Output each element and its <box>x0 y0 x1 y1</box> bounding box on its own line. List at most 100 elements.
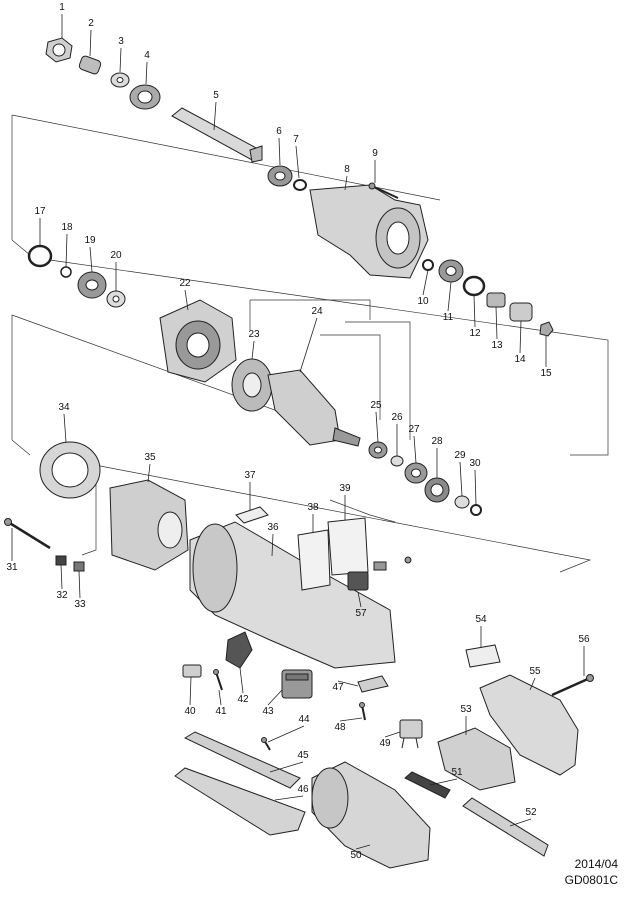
part-56-screw <box>551 674 594 697</box>
part-number-label-38: 38 <box>307 502 319 513</box>
part-number-label-52: 52 <box>525 807 537 818</box>
part-6-ball-bearing <box>267 165 293 187</box>
part-number-label-14: 14 <box>514 354 526 365</box>
part-number-label-13: 13 <box>491 340 503 351</box>
leader-line-47 <box>337 680 359 687</box>
footer-date: 2014/04 <box>574 857 618 871</box>
leader-line-41 <box>218 689 222 706</box>
leader-line-33 <box>78 570 81 599</box>
part-1-nut <box>45 37 73 63</box>
part-number-label-15: 15 <box>540 368 552 379</box>
part-number-label-39: 39 <box>339 483 351 494</box>
leader-line-34 <box>63 413 67 443</box>
part-3-washer <box>110 72 130 88</box>
leader-line-25 <box>375 411 379 443</box>
part-number-label-26: 26 <box>391 412 403 423</box>
part-22-baffle-plate <box>159 299 237 383</box>
part-number-label-11: 11 <box>443 312 454 323</box>
leader-line-24 <box>299 317 318 373</box>
footer-drawing-code: GD0801C <box>564 873 618 887</box>
part-2-collet <box>78 55 102 75</box>
part-26-washer <box>390 455 404 467</box>
part-45-switch-bar <box>183 731 301 789</box>
leader-line-12 <box>473 294 476 328</box>
part-37-label <box>235 506 269 524</box>
leader-lines <box>11 14 585 850</box>
part-number-label-51: 51 <box>451 767 463 778</box>
part-18-retaining-ring <box>60 266 72 278</box>
leader-line-19 <box>89 246 93 273</box>
part-10-retaining-ring <box>422 259 434 271</box>
part-46-switch-cover <box>174 767 306 836</box>
part-number-label-9: 9 <box>372 148 378 159</box>
part-47-strain-relief <box>357 675 389 693</box>
part-48-screw <box>359 702 366 721</box>
part-number-label-7: 7 <box>293 134 299 145</box>
part-42-switch-lever <box>225 631 253 669</box>
part-57-switch <box>347 556 412 591</box>
part-number-label-42: 42 <box>237 694 249 705</box>
part-23-fan <box>231 358 273 412</box>
leader-line-32 <box>60 564 63 590</box>
part-35-field <box>109 479 189 571</box>
part-number-label-36: 36 <box>267 522 279 533</box>
part-41-screw <box>213 669 223 691</box>
part-number-label-56: 56 <box>578 634 590 645</box>
part-number-label-4: 4 <box>144 50 150 61</box>
leader-line-5 <box>213 101 217 131</box>
part-number-label-57: 57 <box>355 608 367 619</box>
part-number-label-5: 5 <box>213 90 219 101</box>
part-number-label-25: 25 <box>370 400 382 411</box>
part-5-spindle <box>171 107 263 163</box>
leader-line-29 <box>459 461 463 497</box>
part-number-label-34: 34 <box>58 402 70 413</box>
leader-line-46 <box>274 795 304 801</box>
part-number-label-46: 46 <box>297 784 309 795</box>
leader-line-45 <box>269 761 304 773</box>
part-13-sleeve <box>486 292 506 308</box>
part-49-noise-suppressor <box>399 719 423 749</box>
part-number-label-45: 45 <box>297 750 309 761</box>
leader-line-2 <box>89 29 92 57</box>
part-28-rubber-ring <box>424 477 450 503</box>
leader-line-23 <box>251 340 255 360</box>
leader-line-44 <box>267 725 305 743</box>
part-number-label-53: 53 <box>460 704 472 715</box>
part-20-washer <box>106 290 126 308</box>
part-number-label-18: 18 <box>61 222 73 233</box>
part-7-retaining-ring <box>293 179 307 191</box>
part-number-label-41: 41 <box>215 706 227 717</box>
part-number-label-12: 12 <box>469 328 481 339</box>
part-number-label-20: 20 <box>110 250 122 261</box>
leader-line-13 <box>495 306 498 340</box>
part-number-label-31: 31 <box>6 562 18 573</box>
part-number-label-47: 47 <box>332 682 344 693</box>
part-39-label <box>327 517 369 576</box>
part-number-label-50: 50 <box>350 850 362 861</box>
leader-line-10 <box>422 269 429 296</box>
part-53-switch-plate <box>437 727 516 791</box>
part-number-label-30: 30 <box>469 458 481 469</box>
leader-line-6 <box>278 137 281 166</box>
leader-line-8 <box>344 175 348 191</box>
part-31-screw <box>4 518 51 550</box>
leader-line-50 <box>355 844 371 850</box>
part-12-retaining-ring <box>462 275 486 297</box>
part-33-brush-holder <box>73 561 85 572</box>
part-number-label-49: 49 <box>379 738 391 749</box>
leader-line-18 <box>65 233 68 268</box>
part-52-cord <box>462 797 549 857</box>
part-number-label-29: 29 <box>454 450 466 461</box>
leader-line-4 <box>145 61 148 85</box>
leader-line-30 <box>474 469 477 506</box>
part-number-label-22: 22 <box>179 278 191 289</box>
part-36-motor-housing <box>189 521 396 669</box>
part-number-label-3: 3 <box>118 36 124 47</box>
leader-line-55 <box>529 677 536 691</box>
part-number-label-1: 1 <box>59 2 65 13</box>
part-14-sleeve <box>509 302 533 322</box>
leader-line-40 <box>189 676 192 706</box>
part-15-nut <box>539 321 554 337</box>
part-19-ball-bearing <box>77 271 107 299</box>
